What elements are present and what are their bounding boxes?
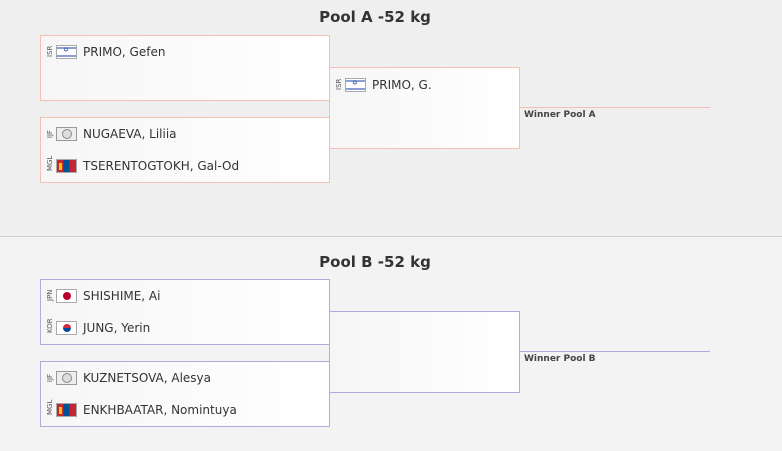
competitor[interactable]: MGL TSERENTOGTOKH, Gal-Od	[45, 155, 239, 177]
competitor[interactable]: MGL ENKHBAATAR, Nomintuya	[45, 399, 237, 421]
match-box[interactable]: IJF KUZNETSOVA, Alesya MGL ENKHBAATAR, Nom…	[40, 361, 330, 427]
country-code: ISR	[46, 45, 54, 57]
competitor[interactable]: ISR PRIMO, G.	[334, 74, 432, 96]
competitor-name: TSERENTOGTOKH, Gal-Od	[83, 159, 240, 173]
israel-flag-icon	[56, 45, 77, 59]
israel-flag-icon	[345, 78, 366, 92]
competitor[interactable]: IJF KUZNETSOVA, Alesya	[45, 367, 211, 389]
competitor[interactable]: KOR JUNG, Yerin	[45, 317, 150, 339]
final-match-box[interactable]: ISR PRIMO, G.	[329, 67, 520, 149]
match-box[interactable]: IJF NUGAEVA, Liliia MGL TSERENTOGTOKH, Gal…	[40, 117, 330, 183]
country-code: ISR	[335, 78, 343, 90]
pool-title: Pool B -52 kg	[319, 253, 431, 271]
country-code: MGL	[46, 155, 54, 171]
competitor-name: ENKHBAATAR, Nomintuya	[83, 403, 237, 417]
country-code: IJF	[46, 129, 54, 139]
winner-label: Winner Pool B	[524, 354, 596, 364]
country-code: KOR	[46, 318, 54, 333]
winner-line	[519, 351, 710, 352]
korea-flag-icon	[56, 321, 77, 335]
competitor[interactable]: JPN SHISHIME, Ai	[45, 285, 160, 307]
final-match-box[interactable]	[329, 311, 520, 393]
competitor[interactable]: ISR PRIMO, Gefen	[45, 41, 165, 63]
country-code: MGL	[46, 399, 54, 415]
country-code: JPN	[46, 289, 54, 301]
ijf-flag-icon	[56, 127, 77, 141]
country-code: IJF	[46, 373, 54, 383]
japan-flag-icon	[56, 289, 77, 303]
mongolia-flag-icon	[56, 159, 77, 173]
competitor-name: JUNG, Yerin	[83, 321, 151, 335]
competitor-name: NUGAEVA, Liliia	[83, 127, 177, 141]
competitor[interactable]: IJF NUGAEVA, Liliia	[45, 123, 177, 145]
ijf-flag-icon	[56, 371, 77, 385]
winner-label: Winner Pool A	[524, 110, 596, 120]
pool-title: Pool A -52 kg	[319, 8, 431, 26]
winner-line	[519, 107, 710, 108]
competitor-name: KUZNETSOVA, Alesya	[83, 371, 211, 385]
match-box[interactable]: JPN SHISHIME, Ai KOR JUNG, Yerin	[40, 279, 330, 345]
competitor-name: SHISHIME, Ai	[83, 289, 161, 303]
pool-a-section: Pool A -52 kg ISR PRIMO, Gefen IJF NUGAEVA…	[0, 0, 782, 237]
match-box[interactable]: ISR PRIMO, Gefen	[40, 35, 330, 101]
pool-b-section: Pool B -52 kg JPN SHISHIME, Ai KOR JUNG, Y…	[0, 237, 782, 451]
competitor-name: PRIMO, Gefen	[83, 45, 166, 59]
mongolia-flag-icon	[56, 403, 77, 417]
competitor-name: PRIMO, G.	[372, 78, 432, 92]
